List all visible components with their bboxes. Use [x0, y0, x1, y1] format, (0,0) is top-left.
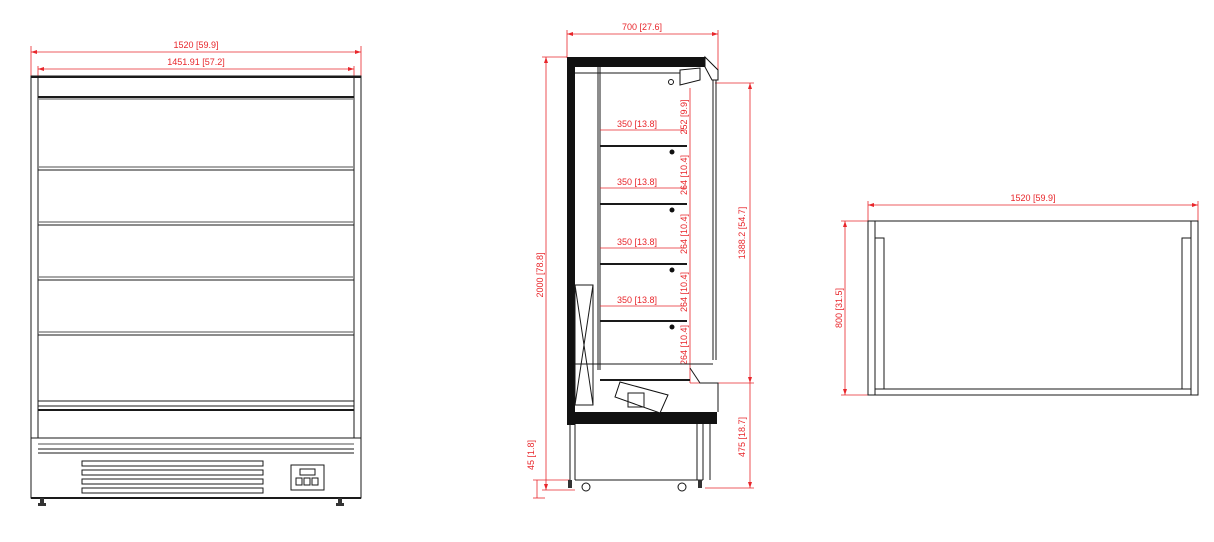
vent-grille-icon — [81, 460, 264, 494]
foot-height-label: 45 [1.8] — [526, 440, 536, 470]
front-overall-width-label: 1520 [59.9] — [173, 40, 218, 50]
top-depth-label: 800 [31.5] — [834, 288, 844, 328]
shelf-spacing-3-label: 264 [10.4] — [679, 214, 689, 254]
shelf-spacing-5-label: 264 [10.4] — [679, 325, 689, 365]
top-view: 1520 [59.9] 800 [31.5] — [834, 193, 1199, 396]
shelf-spacing-2-label: 264 [10.4] — [679, 155, 689, 195]
shelf-3-depth-label: 350 [13.8] — [617, 237, 657, 247]
shelf-spacing-4-label: 264 [10.4] — [679, 272, 689, 312]
shelf-1-depth-label: 350 [13.8] — [617, 119, 657, 129]
top-width-label: 1520 [59.9] — [1010, 193, 1055, 203]
front-inner-width-label: 1451.91 [57.2] — [167, 57, 225, 67]
side-view: 700 [27.6] 2000 [78.8] 45 [1.8] 1388.2 [… — [526, 22, 754, 499]
shelf-spacing-1-label: 252 [9.9] — [679, 99, 689, 134]
leveling-foot-icon — [38, 498, 344, 506]
shelf-2-depth-label: 350 [13.8] — [617, 177, 657, 187]
control-panel-icon — [290, 464, 325, 491]
front-view: 1520 [59.9] 1451.91 [57.2] — [30, 40, 362, 506]
side-height-label: 2000 [78.8] — [535, 252, 545, 297]
side-depth-label: 700 [27.6] — [622, 22, 662, 32]
base-height-label: 475 [18.7] — [737, 417, 747, 457]
shelf-4-depth-label: 350 [13.8] — [617, 295, 657, 305]
caster-icon — [568, 480, 702, 492]
display-height-label: 1388.2 [54.7] — [737, 207, 747, 260]
shelf-set — [600, 145, 687, 330]
